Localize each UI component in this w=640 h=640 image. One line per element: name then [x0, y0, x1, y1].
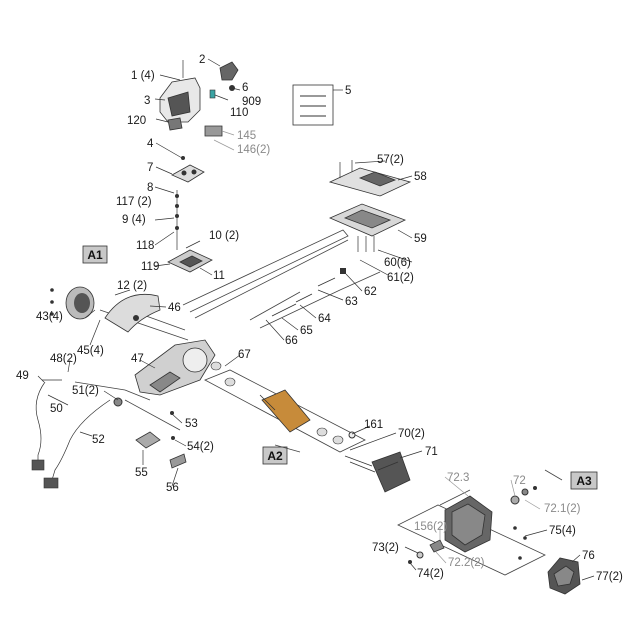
part-labels: 1 (4) 2 3 6 909 110 120 145 146(2) 4 5 7…: [16, 54, 623, 583]
rear-motor-a3: [408, 486, 537, 564]
label-909: 909: [242, 96, 261, 108]
label-5: 5: [345, 85, 351, 97]
assembly-a1-box: A1: [82, 245, 108, 264]
part-120: [167, 117, 183, 131]
label-53: 53: [185, 418, 198, 430]
end-cap-part-76: [547, 557, 581, 595]
top-plate-part-58: [328, 160, 412, 197]
screw-column: [175, 156, 185, 250]
part-145: [204, 125, 223, 137]
label-46: 46: [168, 302, 181, 314]
cable-parts: [31, 379, 123, 489]
label-57: 57(2): [377, 154, 404, 166]
label-4: 4: [147, 138, 154, 150]
assembly-a3-box: A3: [570, 471, 598, 490]
label-62: 62: [364, 286, 377, 298]
label-49: 49: [16, 370, 29, 382]
blade-guard-part-46: [104, 293, 161, 333]
part-110: [209, 89, 216, 99]
label-1: 1 (4): [131, 70, 155, 82]
label-145: 145: [237, 130, 256, 142]
cover-part-3: [159, 60, 201, 123]
stator-part-71: [344, 451, 411, 493]
svg-text:A2: A2: [267, 449, 283, 463]
front-motor-a1: [50, 286, 95, 320]
assembly-lines: [74, 229, 563, 576]
svg-text:A3: A3: [576, 474, 592, 488]
label-110: 110: [230, 107, 248, 119]
label-65: 65: [300, 325, 313, 337]
label-58: 58: [414, 171, 427, 183]
label-9: 9 (4): [122, 214, 146, 226]
label-76: 76: [582, 550, 595, 562]
label-54: 54(2): [187, 441, 214, 453]
leader-lines: [37, 58, 595, 581]
label-45: 45(4): [77, 345, 104, 357]
label-118: 118: [136, 240, 154, 252]
label-146: 146(2): [237, 144, 270, 156]
label-70: 70(2): [398, 428, 425, 440]
label-7: 7: [147, 162, 153, 174]
label-47: 47: [131, 353, 144, 365]
label-66: 66: [285, 335, 298, 347]
label-73: 73(2): [372, 542, 399, 554]
label-72-2: 72.2(2): [448, 557, 485, 569]
label-55: 55: [135, 467, 148, 479]
base-plate-part-119: [167, 249, 213, 273]
label-52: 52: [92, 434, 105, 446]
label-11: 11: [213, 270, 225, 282]
label-117: 117 (2): [116, 196, 152, 208]
label-2: 2: [199, 54, 205, 66]
label-50: 50: [50, 403, 63, 415]
label-59: 59: [414, 233, 427, 245]
label-6: 6: [242, 82, 248, 94]
label-75: 75(4): [549, 525, 576, 537]
label-74: 74(2): [417, 568, 444, 580]
label-43: 43(4): [36, 311, 63, 323]
label-72-1: 72.1(2): [544, 503, 581, 515]
label-63: 63: [345, 296, 358, 308]
label-3: 3: [144, 95, 150, 107]
label-72-3: 72.3: [447, 472, 469, 484]
knob-part-2: [219, 61, 239, 91]
main-housing-part-47: [134, 339, 216, 396]
label-119: 119: [141, 261, 159, 273]
label-48: 48(2): [50, 353, 77, 365]
frame-part-59: [328, 203, 407, 252]
label-64: 64: [318, 313, 331, 325]
label-51: 51(2): [72, 385, 99, 397]
switch-plate-part-7: [171, 164, 205, 183]
label-61: 61(2): [387, 272, 414, 284]
label-161: 161: [364, 419, 383, 431]
label-10: 10 (2): [209, 230, 239, 242]
label-71: 71: [425, 446, 438, 458]
label-67: 67: [238, 349, 251, 361]
label-72: 72: [513, 475, 526, 487]
label-156: 156(2): [414, 521, 447, 533]
spring-parts: [135, 411, 187, 469]
label-8: 8: [147, 182, 153, 194]
label-56: 56: [166, 482, 179, 494]
shaft-parts: [271, 268, 346, 317]
label-77: 77(2): [596, 571, 623, 583]
label-12: 12 (2): [117, 280, 147, 292]
label-120: 120: [127, 115, 146, 127]
armature-a2: [210, 361, 356, 445]
part-5-kit: [292, 84, 343, 126]
label-60: 60(6): [384, 257, 411, 269]
svg-text:A1: A1: [87, 248, 103, 262]
assembly-a2-box: A2: [262, 446, 288, 465]
